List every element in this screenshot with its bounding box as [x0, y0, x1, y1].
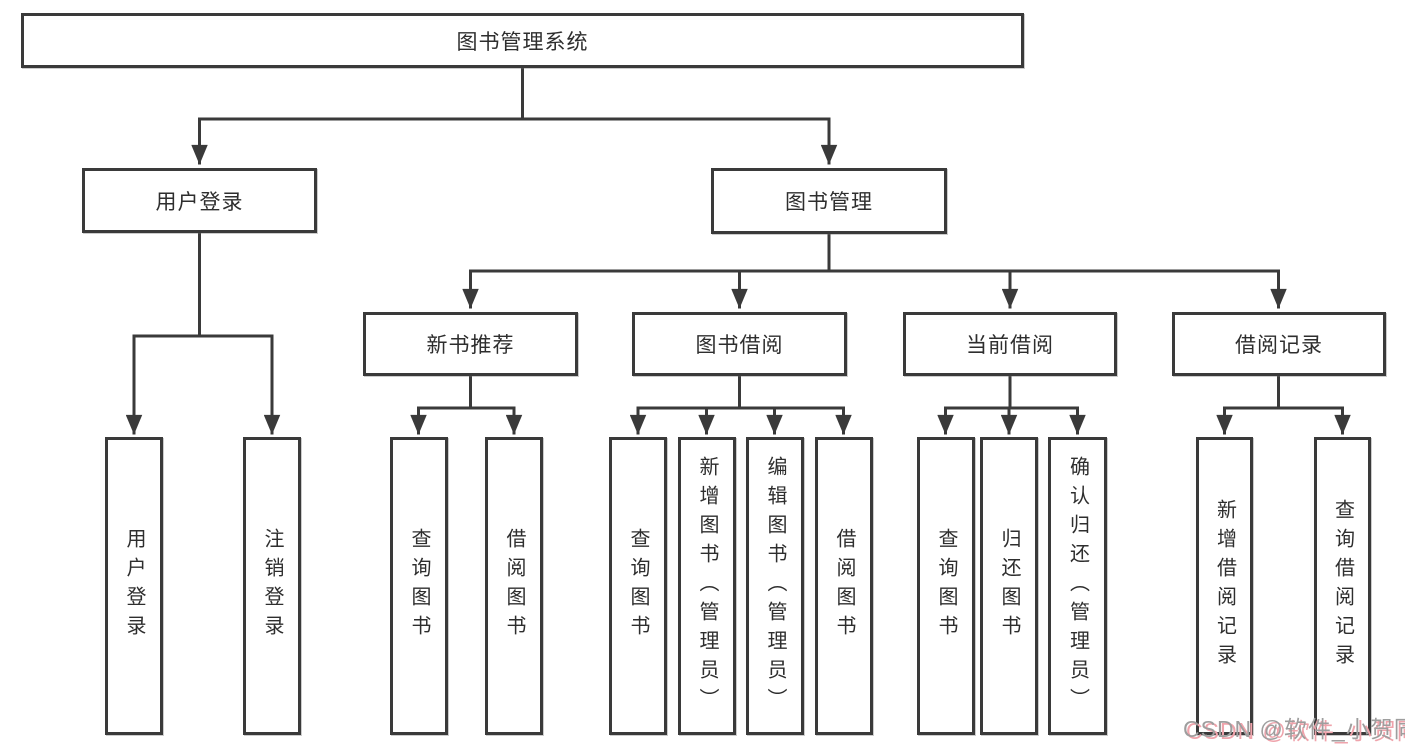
node-book-borrowing: 图书借阅 [632, 312, 847, 376]
node-label: 查询借阅记录 [1331, 499, 1354, 673]
node-current-borrowing: 当前借阅 [903, 312, 1117, 376]
leaf-borrow-books-recommend: 借阅图书 [485, 437, 543, 735]
node-label: 新增借阅记录 [1213, 499, 1236, 673]
node-root-system: 图书管理系统 [21, 13, 1024, 68]
leaf-user-login: 用户登录 [105, 437, 163, 735]
node-borrowing-records: 借阅记录 [1172, 312, 1386, 376]
leaf-borrow-books: 借阅图书 [815, 437, 873, 735]
node-label: 借阅图书 [503, 528, 525, 644]
node-label: 图书管理 [785, 191, 873, 214]
leaf-return-books: 归还图书 [980, 437, 1038, 735]
leaf-logout: 注销登录 [243, 437, 301, 735]
leaf-query-borrow-record: 查询借阅记录 [1314, 437, 1371, 735]
leaf-add-borrow-record: 新增借阅记录 [1196, 437, 1253, 735]
node-label: 归还图书 [998, 528, 1020, 644]
node-label: 借阅图书 [833, 528, 855, 644]
leaf-query-books-current: 查询图书 [917, 437, 975, 735]
node-label: 图书管理系统 [456, 30, 589, 54]
leaf-add-book-admin: 新增图书（管理员） [678, 437, 736, 735]
node-label: 借阅记录 [1235, 334, 1323, 357]
node-label: 新书推荐 [426, 334, 515, 357]
csdn-watermark: CSDN @软件_小贺同学 [1183, 716, 1405, 742]
node-label: 编辑图书（管理员） [764, 455, 786, 717]
leaf-edit-book-admin: 编辑图书（管理员） [746, 437, 804, 735]
node-label: 新增图书（管理员） [696, 455, 718, 717]
node-label: 用户登录 [123, 528, 145, 644]
node-label: 注销登录 [261, 528, 283, 644]
node-label: 查询图书 [408, 528, 430, 644]
leaf-query-books-borrow: 查询图书 [609, 437, 667, 735]
leaf-confirm-return-admin: 确认归还（管理员） [1048, 437, 1107, 735]
node-label: 查询图书 [935, 528, 957, 644]
node-label: 查询图书 [627, 528, 649, 644]
node-label: 当前借阅 [966, 334, 1054, 357]
node-book-management: 图书管理 [711, 168, 947, 234]
node-label: 用户登录 [155, 190, 244, 214]
leaf-query-books-recommend: 查询图书 [390, 437, 448, 735]
node-user-login: 用户登录 [82, 168, 317, 233]
node-label: 确认归还（管理员） [1066, 455, 1089, 717]
node-new-book-recommend: 新书推荐 [363, 312, 578, 376]
node-label: 图书借阅 [695, 334, 784, 357]
